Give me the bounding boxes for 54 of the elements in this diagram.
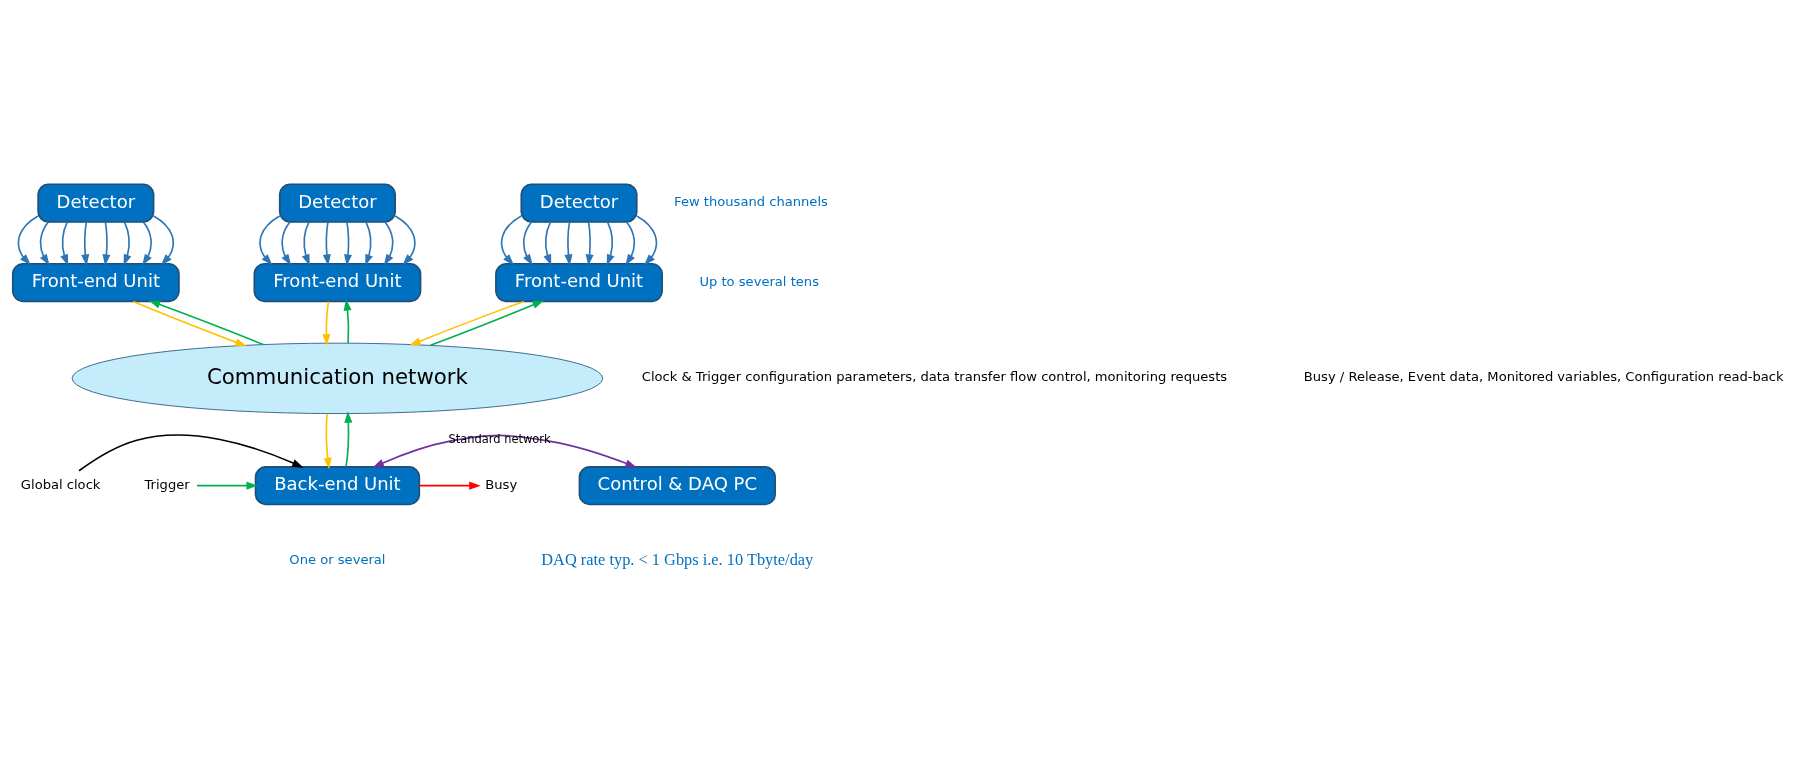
node-text: Trigger	[144, 476, 190, 492]
arrow	[606, 220, 615, 266]
arrow	[343, 298, 352, 344]
label: Few thousand channels	[674, 193, 828, 209]
label: Clock & Trigger configuration parameters, data transfer flow control, monitoring requests	[641, 368, 1228, 384]
arrow	[259, 214, 281, 265]
node-box: Front-end Unit	[253, 262, 422, 302]
arrow	[344, 220, 353, 266]
node-box: Front-end Unit	[495, 262, 663, 302]
arrow	[635, 214, 658, 265]
arrow	[142, 220, 152, 266]
arrow	[543, 220, 552, 266]
arrow	[344, 410, 353, 468]
node-box: Front-end Unit	[11, 262, 180, 302]
arrow	[78, 433, 304, 472]
arrow	[409, 300, 525, 345]
label: Busy / Release, Event data, Monitored variables, Configuration read-back	[1303, 368, 1784, 384]
arrow	[17, 214, 39, 265]
arrow	[585, 220, 594, 266]
arrow	[323, 412, 332, 469]
arrow	[564, 220, 573, 266]
node-box: Detector	[37, 182, 155, 223]
node-label: One or several	[289, 551, 386, 567]
arrow	[625, 220, 636, 266]
node-box: Detector	[520, 182, 638, 223]
arrow	[394, 214, 416, 265]
arrow	[81, 220, 90, 266]
arrow	[281, 220, 292, 266]
arrow	[365, 220, 373, 266]
arrow	[148, 300, 265, 345]
arrow	[372, 434, 637, 468]
arrow	[522, 220, 533, 266]
arrow	[429, 299, 544, 346]
node-text: Busy	[485, 476, 518, 492]
arrow	[39, 220, 50, 266]
arrow	[500, 214, 523, 265]
arrow	[123, 220, 132, 266]
node-box: Control & DAQ PC	[578, 465, 776, 505]
arrow	[301, 220, 310, 266]
arrow	[132, 300, 247, 346]
arrow	[322, 220, 331, 266]
node-box: Back-end Unit	[254, 465, 421, 505]
arrow	[196, 481, 258, 490]
arrow	[102, 220, 111, 266]
node-ellipse: Communication network	[71, 342, 604, 414]
arrow	[418, 481, 481, 490]
node-text: Global clock	[20, 476, 101, 492]
arrow	[322, 300, 331, 346]
arrow	[383, 220, 394, 266]
arrow	[152, 214, 175, 265]
arrow	[60, 220, 69, 266]
node-box: Detector	[278, 182, 396, 223]
label: Up to several tens	[699, 273, 819, 289]
label: DAQ rate typ. < 1 Gbps i.e. 10 Tbyte/day	[541, 549, 814, 569]
